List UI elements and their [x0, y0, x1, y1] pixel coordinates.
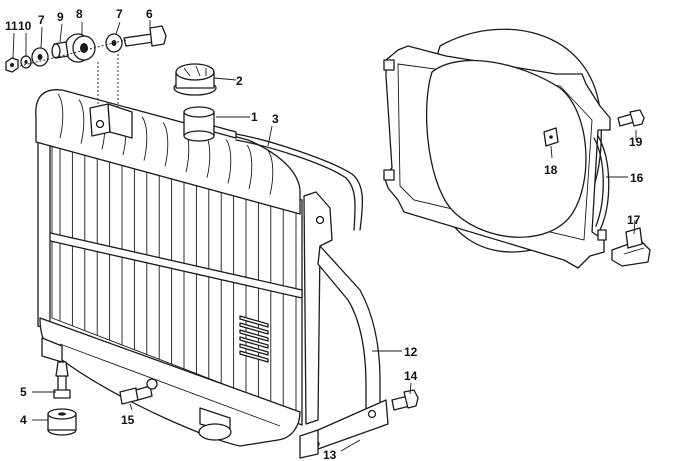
washer-left — [31, 47, 49, 67]
side-bracket — [299, 191, 389, 459]
clip-nut — [543, 127, 559, 147]
part-number-labels: 1 2 3 4 5 6 7 7 8 9 10 11 12 13 14 15 16… — [5, 7, 644, 461]
label-part-7-left: 7 — [38, 13, 45, 27]
label-part-12: 12 — [404, 345, 418, 359]
vent-slot — [239, 350, 269, 363]
drain-plug — [119, 378, 158, 405]
label-part-11: 11 — [5, 19, 18, 33]
label-part-14: 14 — [404, 369, 418, 383]
vent-grille — [239, 315, 269, 363]
label-part-17: 17 — [627, 213, 641, 227]
label-part-10: 10 — [18, 19, 32, 33]
bracket-screw — [391, 389, 419, 411]
fan-shroud — [383, 28, 611, 269]
tank-rib — [57, 93, 64, 139]
core-tubes — [59, 144, 284, 408]
vent-slot — [239, 322, 269, 335]
overflow-hose — [235, 133, 364, 231]
overflow-hose-inner — [235, 139, 356, 231]
tank-rib — [141, 116, 148, 161]
tank-rib — [246, 144, 253, 190]
label-part-19: 19 — [629, 135, 643, 149]
label-part-9: 9 — [57, 10, 64, 24]
radiator — [35, 89, 303, 447]
tank-rib — [267, 150, 274, 195]
label-part-1: 1 — [251, 110, 258, 124]
vent-slot — [239, 343, 269, 356]
tank-rib — [225, 139, 232, 184]
vent-slot — [239, 315, 269, 328]
vent-slot — [239, 329, 269, 342]
mount-bolt — [53, 361, 71, 399]
hex-nut — [5, 57, 19, 73]
tank-rib — [78, 99, 85, 144]
shroud-clip — [611, 227, 651, 267]
bushing — [51, 41, 69, 59]
filler-neck — [183, 106, 237, 142]
label-part-5: 5 — [20, 385, 27, 399]
tank-rib — [162, 122, 169, 167]
hex-bolt — [123, 25, 167, 47]
shroud-screw — [617, 109, 645, 127]
label-part-7-right: 7 — [116, 7, 123, 21]
leader-lines — [12, 20, 637, 452]
label-part-2: 2 — [236, 74, 243, 88]
washer-small — [20, 55, 32, 69]
label-part-6: 6 — [146, 7, 153, 21]
rubber-grommet — [64, 33, 96, 63]
radiator-cap — [173, 63, 217, 96]
rubber-mount — [47, 408, 77, 436]
label-part-15: 15 — [121, 413, 135, 427]
label-part-4: 4 — [20, 413, 27, 427]
label-part-8: 8 — [76, 7, 83, 21]
label-part-3: 3 — [272, 112, 279, 126]
label-part-18: 18 — [544, 163, 558, 177]
label-part-16: 16 — [630, 171, 644, 185]
vent-slot — [239, 336, 269, 349]
label-part-13: 13 — [323, 448, 337, 461]
